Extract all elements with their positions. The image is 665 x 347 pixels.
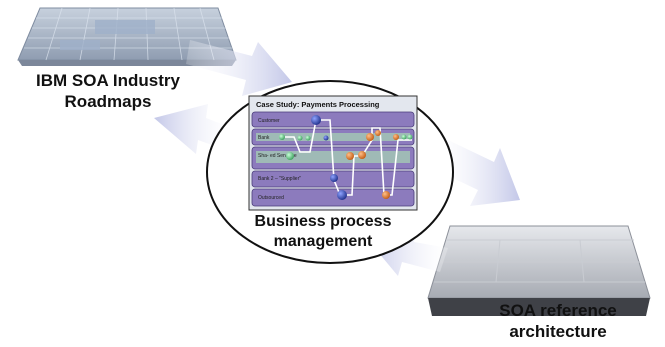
- roadmaps-label: IBM SOA Industry Roadmaps: [8, 70, 208, 112]
- bpm-label-line2: management: [273, 233, 373, 250]
- roadmaps-label-line1: IBM SOA Industry: [36, 71, 180, 90]
- roadmaps-label-line2: Roadmaps: [64, 92, 152, 111]
- reference-architecture-panel: [427, 225, 651, 316]
- lane-label-outsourced: Outsourced: [258, 195, 284, 201]
- case-study-panel: Case Study: Payments Processing Customer…: [248, 95, 418, 211]
- bpm-label-line1: Business process: [254, 213, 392, 230]
- roadmaps-panel: [17, 7, 237, 66]
- case-study-title: Case Study: Payments Processing: [256, 100, 380, 109]
- lane-customer: [251, 111, 415, 128]
- lane-label-customer: Customer: [258, 118, 280, 124]
- reference-architecture-label: SOA reference architecture: [468, 300, 648, 342]
- reference-architecture-label-line1: SOA reference: [499, 301, 617, 320]
- lane-label-bank: Bank: [258, 135, 270, 141]
- bpm-label: Business process management: [218, 212, 428, 252]
- lane-outsourced: [251, 188, 415, 207]
- lane-label-bank-2: Bank 2 – "Supplier": [258, 176, 301, 182]
- process-nodes: [279, 115, 413, 200]
- reference-architecture-label-line2: architecture: [509, 322, 607, 341]
- arrow-bpm-to-roadmaps: [154, 104, 232, 154]
- arrow-bpm-to-reference: [436, 140, 520, 206]
- lane-label-shared-service: Sha- ed Serv- ice: [258, 153, 297, 159]
- arrow-roadmaps-to-bpm: [186, 40, 292, 96]
